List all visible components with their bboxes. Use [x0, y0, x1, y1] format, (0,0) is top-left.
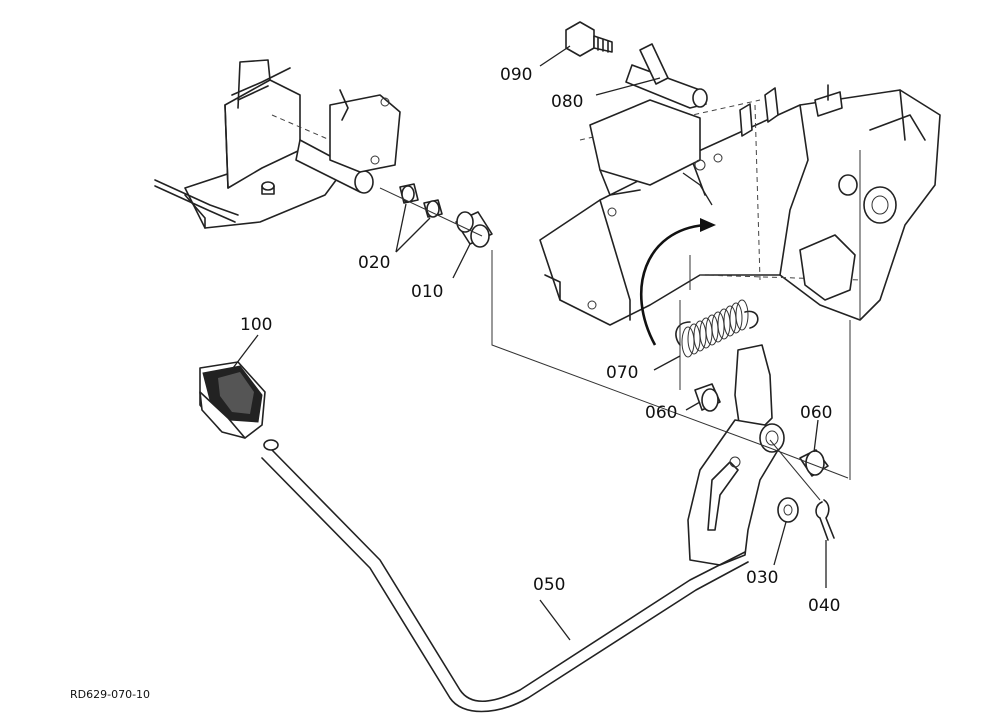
pedal-rod-050 [261, 439, 749, 713]
pin-080 [625, 43, 708, 109]
label-060-left: 060 [645, 403, 677, 423]
alignment-lines [379, 150, 861, 501]
label-050: 050 [533, 575, 565, 595]
left-bracket-assembly [154, 59, 401, 229]
label-020: 020 [358, 253, 390, 273]
part-labels: 090 080 020 010 100 070 060 060 030 050 … [240, 65, 840, 616]
bushing-010 [455, 211, 493, 248]
label-100: 100 [240, 315, 272, 335]
cotter-pin-040 [815, 499, 835, 541]
pedal-arm [687, 344, 785, 566]
drawing-reference-code: RD629-070-10 [70, 688, 150, 701]
label-080: 080 [551, 92, 583, 112]
bolt-090 [565, 21, 613, 57]
bushing-060-right [799, 449, 829, 477]
bushing-020-b [423, 199, 443, 218]
label-070: 070 [606, 363, 638, 383]
label-040: 040 [808, 596, 840, 616]
bushing-020-a [399, 183, 419, 204]
main-frame-assembly [539, 84, 941, 326]
rotation-arrow [639, 218, 716, 346]
bushing-060-left [694, 383, 721, 412]
label-030: 030 [746, 568, 778, 588]
spring-070 [675, 299, 759, 358]
leader-lines [229, 45, 827, 641]
washer-030 [777, 497, 799, 523]
label-060-right: 060 [800, 403, 832, 423]
pedal-pad-100 [199, 361, 266, 439]
label-090: 090 [500, 65, 532, 85]
label-010: 010 [411, 282, 443, 302]
